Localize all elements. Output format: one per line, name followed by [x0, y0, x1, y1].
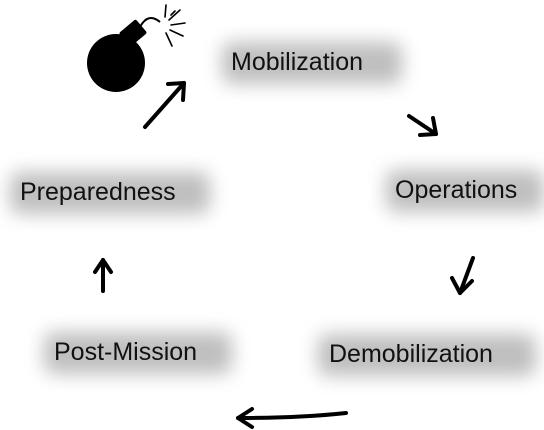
stage-label: Operations [395, 176, 518, 204]
arrow-mobilization-to-operations [407, 114, 438, 137]
arrow-preparedness-to-mobilization [143, 81, 186, 129]
post-mission-halo [44, 332, 232, 374]
arrow-post-mission-to-preparedness [93, 258, 113, 293]
preparedness-halo [10, 172, 210, 214]
arrow-operations-to-demobilization [450, 256, 475, 295]
stage-label: Demobilization [329, 340, 493, 368]
stage-demobilization: Demobilization [329, 342, 493, 367]
bomb-icon [87, 4, 186, 92]
operations-halo [386, 170, 544, 212]
demobilization-halo [318, 334, 536, 376]
stage-label: Mobilization [231, 48, 364, 76]
stage-mobilization: Mobilization [231, 50, 363, 75]
stage-preparedness: Preparedness [20, 180, 176, 205]
stage-operations: Operations [395, 178, 517, 203]
mobilization-halo [222, 42, 402, 84]
arrow-demobilization-to-post-mission [236, 407, 348, 429]
stage-label: Post-Mission [54, 338, 198, 366]
stage-post-mission: Post-Mission [54, 340, 197, 365]
stage-label: Preparedness [20, 178, 176, 206]
